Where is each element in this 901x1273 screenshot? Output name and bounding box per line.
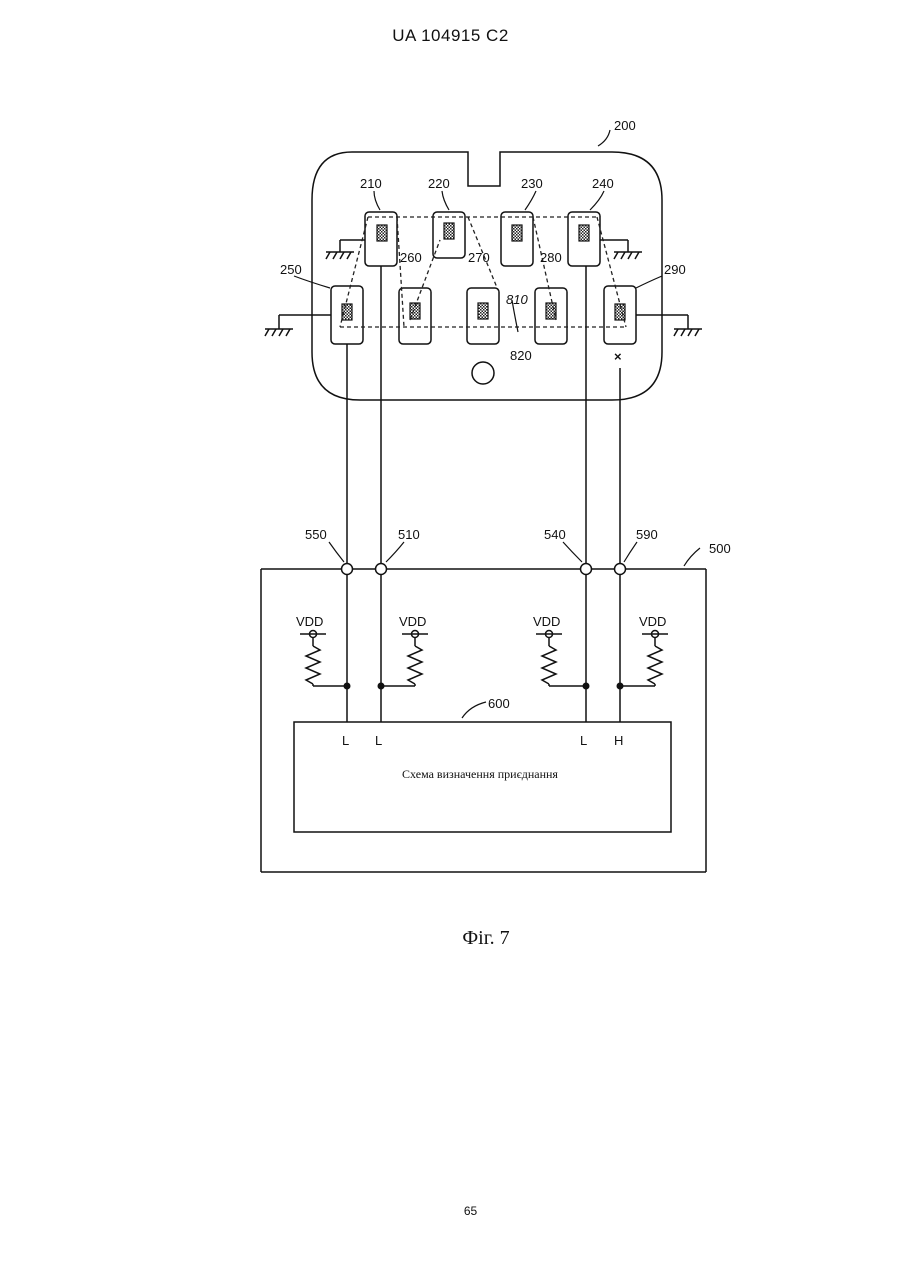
label-node-590: 590 [636,527,658,542]
input-label-1: L [342,733,349,748]
connector-hole [472,362,494,384]
label-terminal-260: 260 [400,250,422,265]
node-550 [342,564,353,575]
vdd-label-4: VDD [639,614,666,629]
input-label-2: L [375,733,382,748]
node-510 [376,564,387,575]
vdd-label-3: VDD [533,614,560,629]
label-terminal-250: 250 [280,262,302,277]
no-connect-mark: × [614,349,622,364]
label-terminal-240: 240 [592,176,614,191]
input-label-4: H [614,733,623,748]
label-terminal-230: 230 [521,176,543,191]
page-number: 65 [0,1204,901,1218]
label-node-550: 550 [305,527,327,542]
input-label-3: L [580,733,587,748]
label-terminal-210: 210 [360,176,382,191]
label-circuit: 500 [709,541,731,556]
label-terminal-280: 280 [540,250,562,265]
label-connector: 200 [614,118,636,133]
label-block: 600 [488,696,510,711]
label-node-510: 510 [398,527,420,542]
node-590 [615,564,626,575]
block-title: Схема визначення приєднання [402,767,558,781]
vdd-label-1: VDD [296,614,323,629]
label-terminal-290: 290 [664,262,686,277]
node-540 [581,564,592,575]
label-line-810: 810 [506,292,528,307]
label-line-820: 820 [510,348,532,363]
figure-caption: Фiг. 7 [462,927,509,949]
vdd-label-2: VDD [399,614,426,629]
label-terminal-270: 270 [468,250,490,265]
label-node-540: 540 [544,527,566,542]
label-terminal-220: 220 [428,176,450,191]
